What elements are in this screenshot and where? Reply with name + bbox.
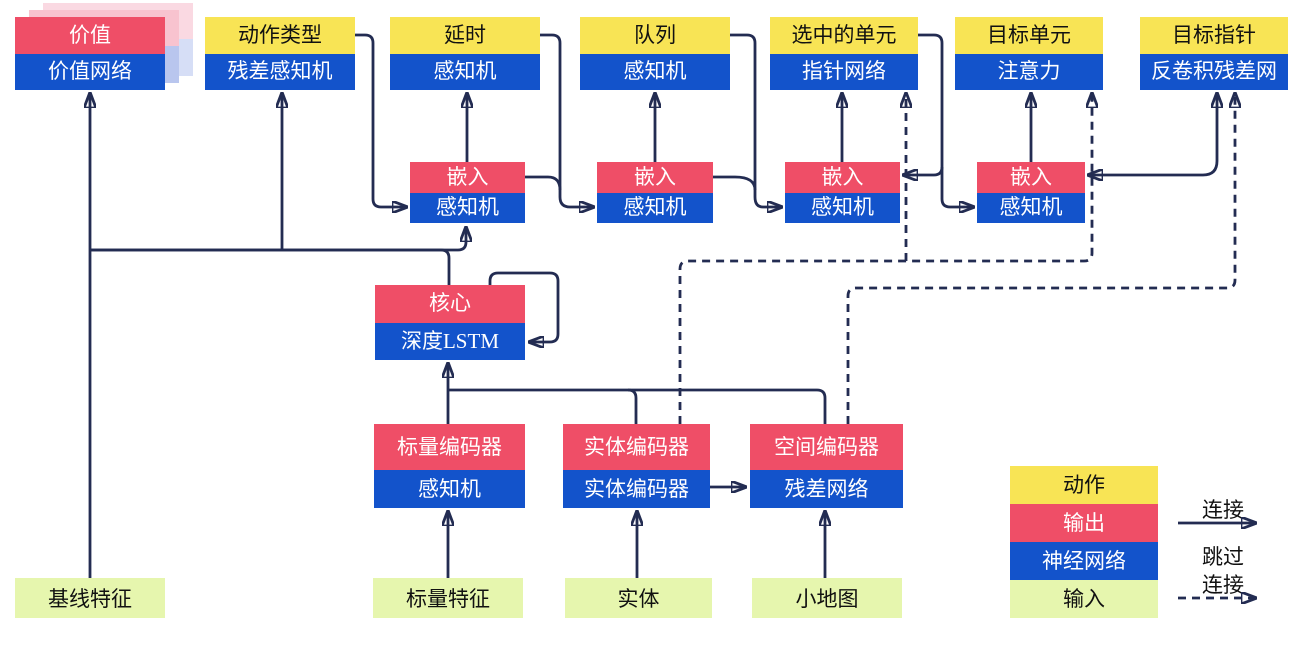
node-scalar-encoder-network-label: 感知机: [374, 470, 525, 508]
node-target-pointer-action-label: 目标指针: [1140, 17, 1288, 54]
node-embed-4-output-label: 嵌入: [977, 162, 1085, 193]
edge-encoder-bus: [449, 388, 827, 424]
edge-core-to-embed1: [90, 227, 466, 252]
node-embed-2-output-label: 嵌入: [597, 162, 713, 193]
node-embed-4: 嵌入 感知机: [977, 162, 1085, 223]
input-baseline-features: 基线特征: [15, 578, 165, 618]
node-value-output-label: 价值: [15, 17, 165, 54]
node-core-output-label: 核心: [375, 285, 525, 323]
node-action-type: 动作类型 残差感知机: [205, 17, 355, 90]
node-value-network-label: 价值网络: [15, 53, 165, 90]
node-embed-3: 嵌入 感知机: [785, 162, 900, 223]
node-embed-1-output-label: 嵌入: [410, 162, 525, 193]
node-spatial-encoder: 空间编码器 残差网络: [750, 424, 903, 508]
legend-skip-label-line1: 跳过: [1202, 545, 1244, 569]
node-target-pointer: 目标指针 反卷积残差网: [1140, 17, 1288, 90]
node-entity-encoder-output-label: 实体编码器: [563, 424, 710, 470]
skip-spatial-to-target-pointer: [846, 93, 1235, 424]
edge-selected-units-feedback-embed3: [903, 166, 944, 175]
edge-embed2-to-embed3: [713, 175, 757, 191]
node-delay-action-label: 延时: [390, 17, 540, 54]
node-core: 核心 深度LSTM: [375, 285, 525, 360]
input-entity: 实体: [565, 578, 712, 618]
node-value: 价值 价值网络: [15, 17, 165, 90]
legend-network-label: 神经网络: [1010, 542, 1158, 580]
node-embed-2: 嵌入 感知机: [597, 162, 713, 223]
node-entity-encoder: 实体编码器 实体编码器: [563, 424, 710, 508]
input-minimap: 小地图: [752, 578, 902, 618]
node-embed-3-output-label: 嵌入: [785, 162, 900, 193]
legend-skip-label-line2: 连接: [1202, 573, 1244, 597]
node-queue-action-label: 队列: [580, 17, 730, 54]
node-selected-units: 选中的单元 指针网络: [770, 17, 918, 90]
legend-action-label: 动作: [1010, 466, 1158, 504]
node-queue-network-label: 感知机: [580, 53, 730, 90]
node-action-type-action-label: 动作类型: [205, 17, 355, 54]
node-spatial-encoder-network-label: 残差网络: [750, 470, 903, 508]
node-spatial-encoder-output-label: 空间编码器: [750, 424, 903, 470]
node-queue: 队列 感知机: [580, 17, 730, 90]
edge-embed4-target-pointer: [1088, 93, 1217, 175]
node-selected-units-action-label: 选中的单元: [770, 17, 918, 54]
legend-output-label: 输出: [1010, 504, 1158, 542]
legend-input-label: 输入: [1010, 580, 1158, 618]
node-action-type-network-label: 残差感知机: [205, 53, 355, 90]
node-selected-units-network-label: 指针网络: [770, 53, 918, 90]
node-delay: 延时 感知机: [390, 17, 540, 90]
input-scalar-features: 标量特征: [373, 578, 523, 618]
node-target-unit: 目标单元 注意力: [955, 17, 1103, 90]
legend-color-key: 动作 输出 神经网络 输入: [1010, 466, 1158, 618]
legend-solid-connection-label: 连接: [1202, 498, 1244, 522]
node-embed-1-network-label: 感知机: [410, 192, 525, 223]
node-embed-1: 嵌入 感知机: [410, 162, 525, 223]
node-target-pointer-network-label: 反卷积残差网: [1140, 53, 1288, 90]
edge-entity-encoder-join: [627, 388, 638, 424]
skip-entity-to-target-unit: [678, 93, 1092, 424]
edge-embed1-to-embed2: [525, 175, 562, 191]
node-core-network-label: 深度LSTM: [375, 322, 525, 360]
node-delay-network-label: 感知机: [390, 53, 540, 90]
node-scalar-encoder: 标量编码器 感知机: [374, 424, 525, 508]
node-entity-encoder-network-label: 实体编码器: [563, 470, 710, 508]
node-embed-2-network-label: 感知机: [597, 192, 713, 223]
node-embed-3-network-label: 感知机: [785, 192, 900, 223]
node-scalar-encoder-output-label: 标量编码器: [374, 424, 525, 470]
node-target-unit-action-label: 目标单元: [955, 17, 1103, 54]
edge-core-top-tee: [90, 248, 451, 285]
node-target-unit-network-label: 注意力: [955, 53, 1103, 90]
node-embed-4-network-label: 感知机: [977, 192, 1085, 223]
